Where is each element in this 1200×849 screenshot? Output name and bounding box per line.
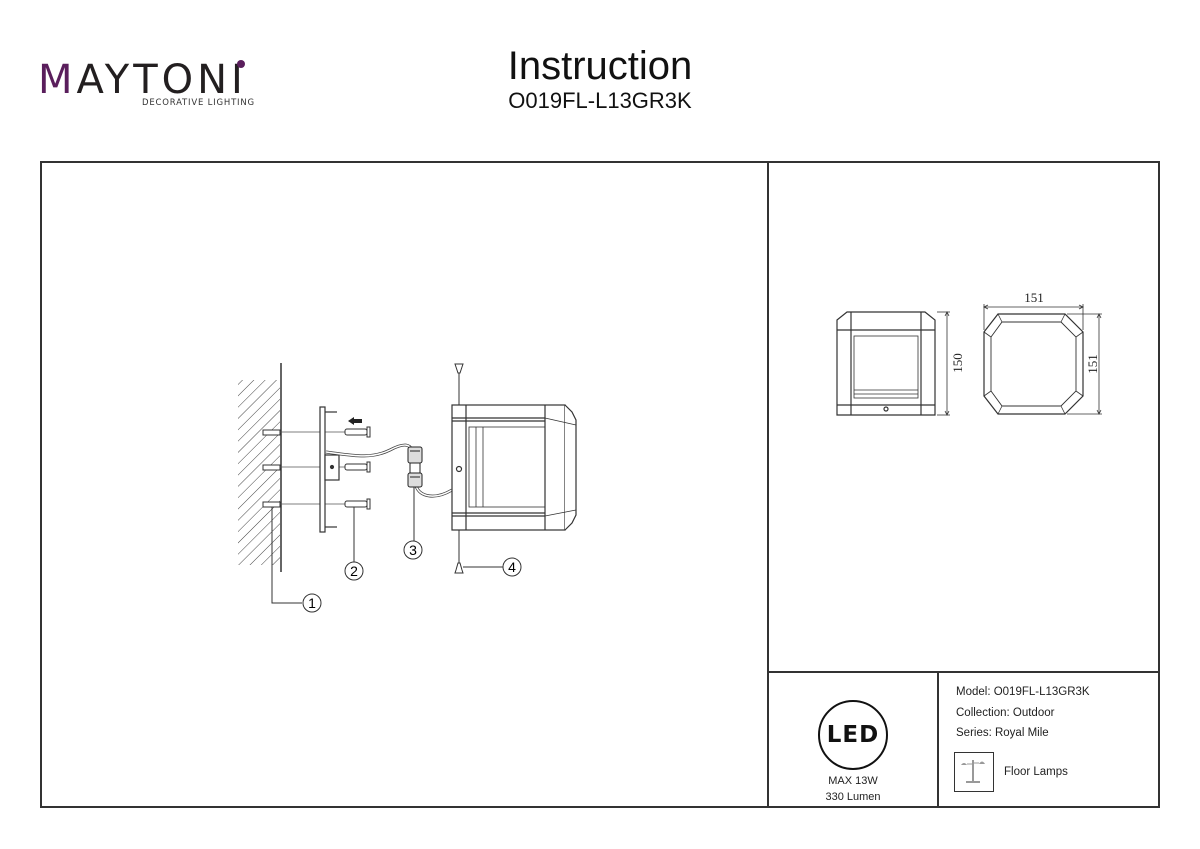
lamp-body-icon [451, 404, 577, 531]
led-badge-icon: LED [818, 700, 888, 770]
front-view-drawing [836, 311, 936, 416]
waterproof-connector-icon [407, 446, 423, 488]
height-dimension [937, 311, 950, 416]
callout-3-label: 3 [409, 542, 417, 558]
info-series: Series: Royal Mile [956, 727, 1049, 739]
callout-leaders [271, 487, 503, 604]
mounting-bracket-icon [319, 406, 340, 533]
top-view-drawing [983, 313, 1084, 415]
floor-lamp-category-icon [954, 752, 994, 792]
fixing-screws-icon [454, 363, 464, 574]
logo-dot-icon [237, 60, 245, 68]
info-model: Model: O019FL-L13GR3K [956, 686, 1090, 698]
brand-first-letter: M [38, 57, 77, 103]
width-value: 151 [1024, 290, 1044, 305]
spec-divider-vertical [937, 671, 939, 808]
max-power: MAX 13W [828, 775, 878, 787]
callout-1: 1 [302, 593, 322, 613]
drawing-frame [40, 161, 1160, 808]
callout-4-label: 4 [508, 559, 516, 575]
installation-diagram: 1 2 3 4 [238, 363, 577, 613]
category-label: Floor Lamps [1004, 766, 1068, 778]
direction-arrow-icon [348, 417, 362, 425]
callout-2: 2 [344, 561, 364, 581]
info-collection: Collection: Outdoor [956, 707, 1055, 719]
brand-tagline: DECORATIVE LIGHTING [142, 98, 255, 108]
depth-dimension [1067, 313, 1102, 415]
document-title: Instruction [507, 44, 693, 88]
maytoni-logo: MAYTONI DECORATIVE LIGHTING [38, 58, 254, 110]
wall-plugs-icon [262, 429, 281, 508]
led-label: LED [826, 722, 880, 748]
callout-2-label: 2 [350, 563, 358, 579]
callout-4: 4 [502, 557, 522, 577]
floor-lamp-icon [961, 760, 985, 783]
depth-value: 151 [1085, 354, 1100, 374]
width-dimension [983, 304, 1084, 330]
brand-rest-letters: AYTONI [76, 57, 247, 103]
callout-3: 3 [403, 540, 423, 560]
brand-wordmark: MAYTONI [38, 58, 247, 102]
frame-divider-horizontal [767, 671, 1160, 673]
model-code: O019FL-L13GR3K [508, 88, 692, 113]
lumen-output: 330 Lumen [825, 791, 881, 803]
wall-hatch-icon [238, 380, 280, 565]
screws-icon [344, 426, 371, 510]
frame-divider-vertical [767, 161, 769, 808]
callout-1-label: 1 [308, 595, 316, 611]
height-value: 150 [950, 353, 965, 373]
